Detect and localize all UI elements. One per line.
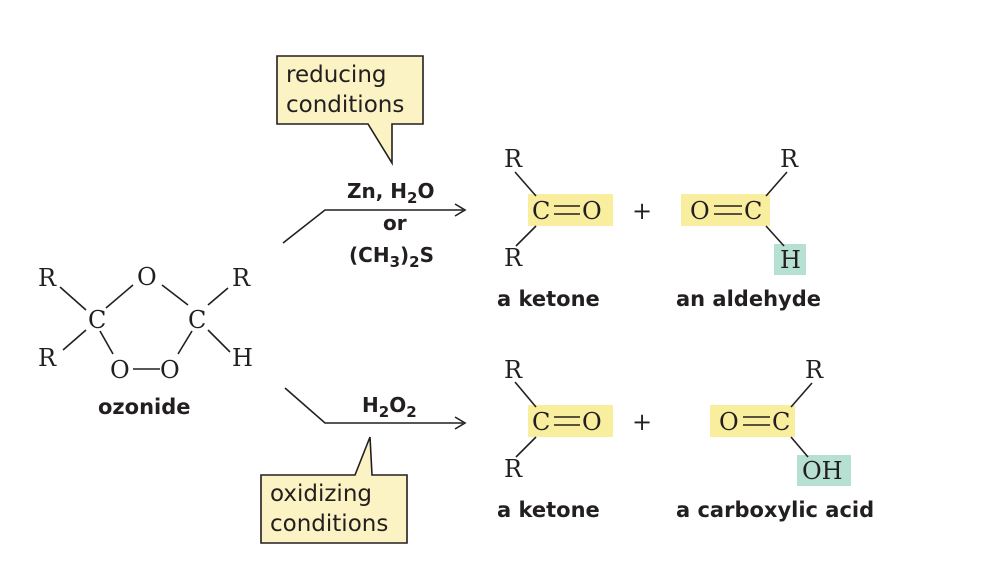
ketone-label: a ketone <box>497 287 600 311</box>
acid-carbon: C <box>772 408 790 436</box>
reducing-reagent-zn-h2o: Zn, H2O <box>347 179 435 207</box>
bond-c-o-top-left <box>105 284 134 309</box>
reducing-callout-line1: reducing <box>286 62 387 88</box>
reducing-reagent-or: or <box>383 211 407 235</box>
ketone2-highlight <box>528 405 613 437</box>
bond-r-c-bottom <box>515 225 537 247</box>
bond-r-c-left-bottom <box>62 329 87 351</box>
reducing-callout <box>276 55 424 166</box>
aldehyde-oxygen: O <box>690 197 710 225</box>
ozonide-structure: R R O C C R H O O ozonide <box>38 263 253 419</box>
ozonide-r-top-right: R <box>232 264 251 292</box>
aldehyde-r-top: R <box>780 145 799 173</box>
reagent1-sub: 2 <box>407 189 417 207</box>
bond-r-c-top-2 <box>514 381 537 408</box>
oxidizing-carboxylic-acid: O C R OH a carboxylic acid <box>676 356 874 522</box>
reducing-arrow <box>282 209 463 244</box>
bond-o-c-top-right <box>161 284 189 306</box>
acid-oxygen: O <box>719 408 739 436</box>
acid-label: a carboxylic acid <box>676 498 874 522</box>
ozonide-o-bottom-left: O <box>110 356 130 384</box>
bond-c-h-right <box>207 329 231 353</box>
oxidizing-callout-line1: oxidizing <box>270 481 372 507</box>
ozonide-label: ozonide <box>98 395 191 419</box>
aldehyde-carbon: C <box>744 197 762 225</box>
ketone-r-bottom: R <box>504 244 523 272</box>
reducing-arrowhead <box>454 203 467 217</box>
bond-c-h <box>765 225 785 247</box>
bond-c-r-2 <box>790 382 813 408</box>
acid-oh-highlight <box>797 455 851 486</box>
ozonide-c-left: C <box>88 306 106 334</box>
ozonide-c-right: C <box>188 306 206 334</box>
oxidizing-pathway: H2O2 oxidizing conditions R R C O a keto… <box>260 356 874 544</box>
reducing-aldehyde: O C R H an aldehyde <box>676 145 821 311</box>
bond-c-oh <box>790 436 809 458</box>
h2o2-sub1: 2 <box>379 403 389 421</box>
aldehyde-label: an aldehyde <box>676 287 821 311</box>
h2o2-mid: O <box>389 393 406 417</box>
ketone-r-top: R <box>504 145 523 173</box>
ozonide-r-top-left: R <box>38 264 57 292</box>
reagent1-end: O <box>417 179 434 203</box>
oxidizing-reagent-h2o2: H2O2 <box>362 393 417 421</box>
h2o2-sub2: 2 <box>406 403 416 421</box>
ozonide-o-bottom-right: O <box>160 356 180 384</box>
ketone2-carbon: C <box>532 408 550 436</box>
bond-c-r-right <box>207 287 229 306</box>
bond-c-o-bottom-left <box>99 330 114 355</box>
reagent1-main: Zn, H <box>347 179 407 203</box>
acid-r-top: R <box>805 356 824 384</box>
ozonide-r-bottom-left: R <box>38 344 57 372</box>
ketone-carbon: C <box>532 197 550 225</box>
ketone2-r-top: R <box>504 356 523 384</box>
bond-r-c-bottom-2 <box>515 436 537 458</box>
bond-c-r <box>765 171 788 197</box>
ozonide-h-right: H <box>232 344 253 372</box>
oxidizing-arrow <box>284 387 463 424</box>
oxidizing-callout-line2: conditions <box>270 511 388 537</box>
oxidizing-callout <box>260 436 408 544</box>
ketone-highlight <box>528 194 613 226</box>
ketone2-label: a ketone <box>497 498 600 522</box>
oxidizing-plus: + <box>632 408 652 436</box>
reagent2-start: (CH <box>349 243 390 267</box>
ketone2-oxygen: O <box>582 408 602 436</box>
bond-r-c-top <box>514 171 537 197</box>
reducing-plus: + <box>632 197 652 225</box>
reducing-reagent-dms: (CH3)2S <box>349 243 434 271</box>
reagent2-sub2: 2 <box>409 253 419 271</box>
acid-oh: OH <box>802 457 843 485</box>
oxidizing-ketone: R R C O a ketone <box>497 356 613 522</box>
ketone2-r-bottom: R <box>504 455 523 483</box>
reagent2-end: S <box>420 243 434 267</box>
acid-highlight <box>710 405 795 437</box>
reagent2-mid: ) <box>400 243 409 267</box>
reducing-ketone: R R C O a ketone <box>497 145 613 311</box>
ketone-oxygen: O <box>582 197 602 225</box>
ozonide-o-top: O <box>137 263 157 291</box>
bond-r-c-left-top <box>59 286 87 311</box>
aldehyde-h: H <box>780 246 801 274</box>
reagent2-sub1: 3 <box>390 253 400 271</box>
aldehyde-h-highlight <box>774 244 806 275</box>
reducing-callout-line2: conditions <box>286 92 404 118</box>
bond-o-c-bottom-right <box>177 330 193 355</box>
oxidizing-arrowhead <box>454 416 467 430</box>
h2o2-main: H <box>362 393 379 417</box>
reducing-pathway: reducing conditions Zn, H2O or (CH3)2S R… <box>276 55 821 311</box>
aldehyde-highlight <box>681 194 770 226</box>
